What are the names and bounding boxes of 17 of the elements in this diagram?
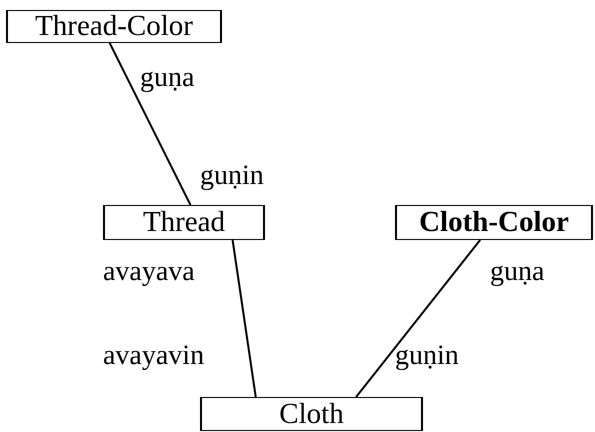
node-label: Cloth-Color (419, 208, 569, 237)
connector-line (232, 240, 257, 398)
connector-line (355, 239, 481, 398)
node-label: Thread-Color (35, 12, 193, 41)
role-label: guṇin (200, 162, 264, 190)
concept-box (6, 10, 222, 43)
role-label: avayava (103, 258, 195, 286)
role-label: avayavin (103, 342, 204, 370)
role-label: guṇa (490, 258, 544, 286)
node-label: Cloth (279, 400, 344, 428)
node-label: Thread (142, 208, 226, 237)
connector-line (108, 42, 192, 206)
role-label: guṇa (140, 64, 194, 92)
concept-box (395, 205, 593, 240)
role-label: guṇin (395, 342, 459, 370)
concept-box (200, 397, 423, 431)
concept-box (103, 205, 265, 240)
